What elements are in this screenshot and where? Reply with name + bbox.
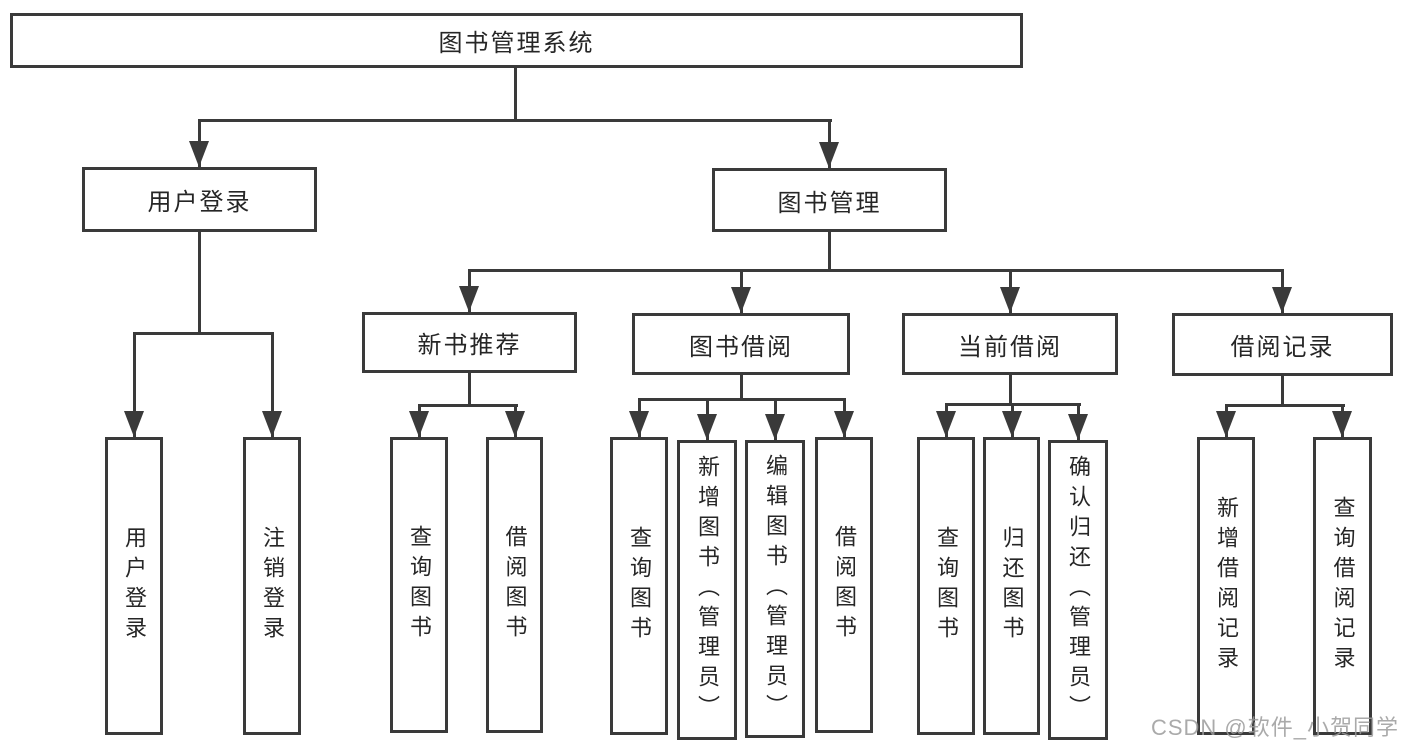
- leaf-confirm-return-admin: 确认归还（管理员）: [1048, 440, 1108, 740]
- connector-line: [271, 332, 274, 437]
- node-user-login: 用户登录: [82, 167, 317, 232]
- leaf-logout-label: 注销登录: [260, 526, 285, 646]
- node-book-borrowing: 图书借阅: [632, 313, 850, 375]
- connector-line: [468, 373, 471, 407]
- connector-line: [133, 332, 136, 437]
- connector-line: [198, 232, 201, 335]
- node-current-borrowing-label: 当前借阅: [958, 333, 1062, 361]
- connector-line: [468, 269, 1284, 272]
- arrowhead-down-icon: [765, 414, 785, 440]
- leaf-add-borrow-record: 新增借阅记录: [1197, 437, 1255, 735]
- node-current-borrowing: 当前借阅: [902, 313, 1118, 375]
- node-new-book-recommend: 新书推荐: [362, 312, 577, 373]
- node-root: 图书管理系统: [10, 13, 1023, 68]
- leaf-borrow-books-recommend-label: 借阅图书: [502, 525, 528, 645]
- leaf-user-login: 用户登录: [105, 437, 163, 735]
- arrowhead-down-icon: [1000, 287, 1020, 313]
- leaf-query-books-recommend: 查询图书: [390, 437, 448, 733]
- connector-line: [1281, 376, 1284, 407]
- arrowhead-down-icon: [189, 141, 209, 167]
- arrowhead-down-icon: [819, 142, 839, 168]
- node-book-management: 图书管理: [712, 168, 947, 232]
- arrowhead-down-icon: [1002, 411, 1022, 437]
- connector-line: [514, 68, 517, 121]
- node-borrow-records-label: 借阅记录: [1230, 334, 1335, 361]
- arrowhead-down-icon: [1068, 414, 1088, 440]
- arrowhead-down-icon: [262, 411, 282, 437]
- leaf-query-borrow-record-label: 查询借阅记录: [1330, 496, 1356, 676]
- arrowhead-down-icon: [1332, 411, 1352, 437]
- leaf-confirm-return-admin-label: 确认归还（管理员）: [1066, 455, 1091, 725]
- leaf-add-books-admin-label: 新增图书（管理员）: [695, 455, 720, 725]
- connector-line: [133, 332, 274, 335]
- arrowhead-down-icon: [505, 411, 525, 437]
- arrowhead-down-icon: [936, 411, 956, 437]
- node-borrow-records: 借阅记录: [1172, 313, 1393, 376]
- leaf-borrow-books-borrowing-label: 借阅图书: [832, 525, 857, 645]
- leaf-edit-books-admin-label: 编辑图书（管理员）: [763, 454, 788, 724]
- node-user-login-label: 用户登录: [147, 189, 252, 216]
- connector-line: [828, 232, 831, 272]
- arrowhead-down-icon: [124, 411, 144, 437]
- connector-line: [638, 398, 846, 401]
- leaf-return-books-label: 归还图书: [999, 526, 1025, 646]
- leaf-borrow-books-borrowing: 借阅图书: [815, 437, 873, 733]
- arrowhead-down-icon: [459, 286, 479, 312]
- connector-line: [1225, 404, 1345, 407]
- leaf-add-books-admin: 新增图书（管理员）: [677, 440, 737, 740]
- node-book-management-label: 图书管理: [777, 189, 882, 217]
- watermark: CSDN @软件_小贺同学: [1150, 715, 1399, 740]
- arrowhead-down-icon: [834, 411, 854, 437]
- arrowhead-down-icon: [409, 411, 429, 437]
- node-new-book-recommend-label: 新书推荐: [417, 332, 522, 359]
- connector-line: [1009, 375, 1012, 406]
- arrowhead-down-icon: [629, 411, 649, 437]
- leaf-edit-books-admin: 编辑图书（管理员）: [745, 440, 805, 738]
- leaf-borrow-books-recommend: 借阅图书: [486, 437, 543, 733]
- arrowhead-down-icon: [697, 414, 717, 440]
- arrowhead-down-icon: [1272, 287, 1292, 313]
- node-book-borrowing-label: 图书借阅: [689, 333, 793, 361]
- leaf-query-books-current: 查询图书: [917, 437, 975, 735]
- arrowhead-down-icon: [1216, 411, 1236, 437]
- arrowhead-down-icon: [731, 287, 751, 313]
- leaf-logout: 注销登录: [243, 437, 301, 735]
- leaf-query-books-borrowing: 查询图书: [610, 437, 668, 735]
- leaf-user-login-label: 用户登录: [122, 526, 147, 646]
- node-root-label: 图书管理系统: [438, 30, 595, 57]
- connector-line: [418, 404, 518, 407]
- leaf-query-books-current-label: 查询图书: [934, 526, 959, 646]
- connector-line: [740, 375, 743, 401]
- connector-line: [198, 119, 832, 122]
- leaf-query-books-recommend-label: 查询图书: [407, 525, 432, 645]
- leaf-query-books-borrowing-label: 查询图书: [627, 526, 652, 646]
- leaf-return-books: 归还图书: [983, 437, 1040, 735]
- leaf-add-borrow-record-label: 新增借阅记录: [1214, 496, 1239, 676]
- leaf-query-borrow-record: 查询借阅记录: [1313, 437, 1372, 735]
